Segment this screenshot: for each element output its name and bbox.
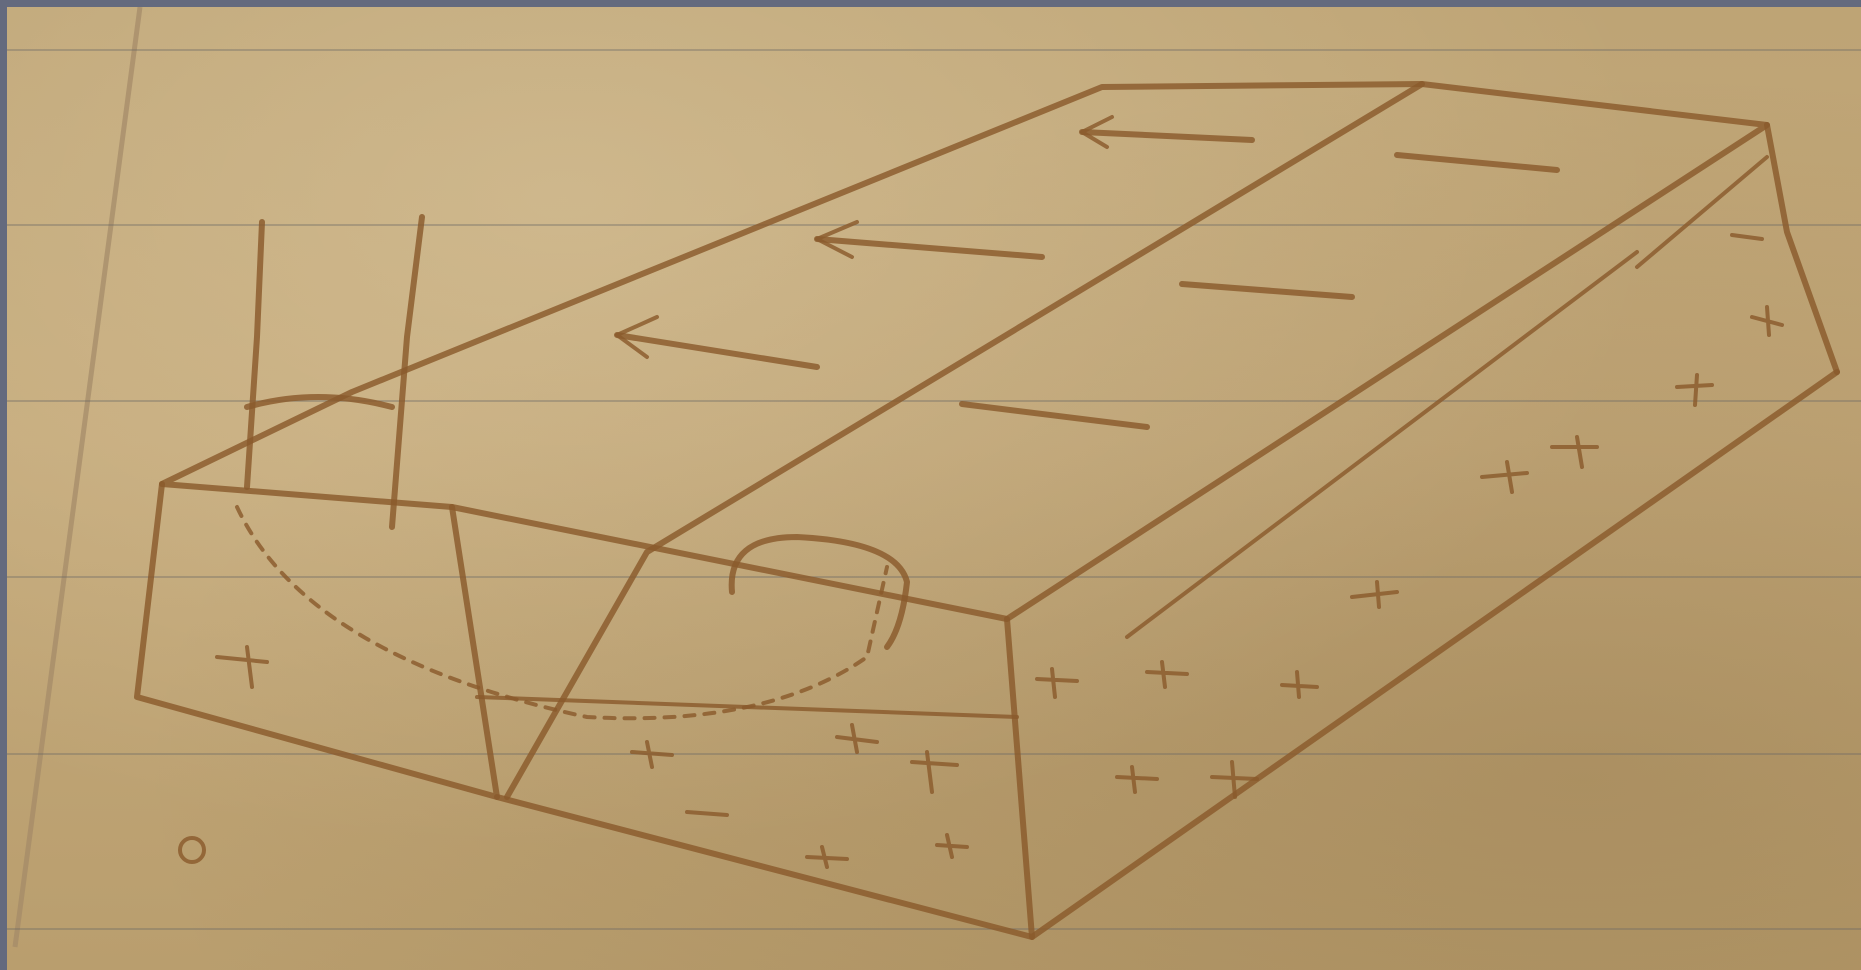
pencil-sketch (7, 7, 1861, 970)
margin-line (15, 7, 140, 947)
ruled-lines (7, 50, 1861, 929)
top-face-marks (617, 117, 1557, 427)
circle-mark (180, 838, 204, 862)
cross-marks (217, 235, 1782, 867)
